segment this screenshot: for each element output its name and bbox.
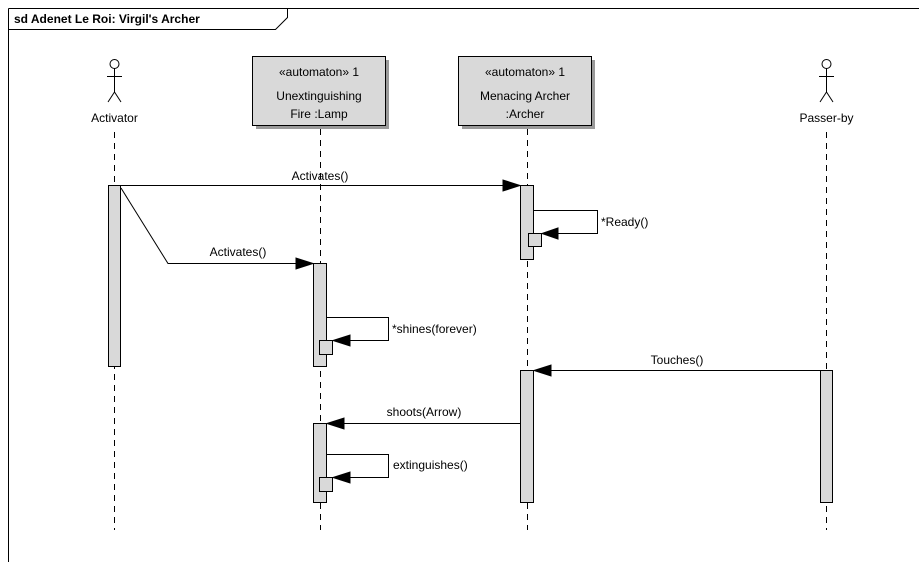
actor-passer-by-label: Passer-by <box>799 111 853 125</box>
message-activates-lamp: Activates() <box>120 187 315 270</box>
object-box-lamp: «automaton» 1 Unextinguishing Fire :Lamp <box>252 56 389 129</box>
archer-stereotype: «automaton» 1 <box>485 65 565 79</box>
activation-bar-activator <box>108 185 121 367</box>
lamp-name-line2: Fire :Lamp <box>290 107 348 121</box>
message-ready: *Ready() <box>533 210 648 240</box>
activation-bar-archer-ready <box>528 233 542 247</box>
lamp-name-line1: Unextinguishing <box>276 89 361 103</box>
arrowhead-icon <box>502 179 522 192</box>
message-activates-archer: Activates() <box>120 169 522 192</box>
message-label-ready: *Ready() <box>601 215 648 229</box>
activation-bar-archer-2 <box>520 370 534 503</box>
activation-bar-archer-1 <box>520 185 534 260</box>
message-label-touches: Touches() <box>651 353 704 367</box>
arrowhead-icon <box>540 227 559 240</box>
message-label-extinguishes: extinguishes() <box>393 458 468 472</box>
message-label-shoots: shoots(Arrow) <box>387 405 462 419</box>
arrowhead-icon <box>331 334 351 347</box>
actor-activator: Activator <box>91 59 138 125</box>
actor-passer-by: Passer-by <box>799 59 854 125</box>
lamp-stereotype: «automaton» 1 <box>279 65 359 79</box>
arrowhead-icon <box>295 257 315 270</box>
frame-title: sd Adenet Le Roi: Virgil's Archer <box>14 12 200 26</box>
message-extinguishes: extinguishes() <box>326 454 468 484</box>
arrowhead-icon <box>325 417 345 430</box>
message-label-activates-archer: Activates() <box>292 169 349 183</box>
message-shines: *shines(forever) <box>326 317 477 347</box>
message-touches: Touches() <box>532 353 820 377</box>
arrowhead-icon <box>532 364 552 377</box>
actor-activator-label: Activator <box>91 111 138 125</box>
archer-name-line2: :Archer <box>506 107 545 121</box>
arrowhead-icon <box>331 471 351 484</box>
diagram-frame: sd Adenet Le Roi: Virgil's Archer <box>8 8 919 562</box>
archer-name-line1: Menacing Archer <box>480 89 570 103</box>
message-label-activates-lamp: Activates() <box>210 245 267 259</box>
message-shoots: shoots(Arrow) <box>325 405 520 430</box>
stick-figure-icon <box>107 59 122 103</box>
object-box-archer: «automaton» 1 Menacing Archer :Archer <box>458 56 595 129</box>
message-label-shines: *shines(forever) <box>392 322 477 336</box>
activation-bar-passer-by <box>820 370 833 503</box>
stick-figure-icon <box>819 59 834 103</box>
activation-bar-lamp-shines <box>319 340 333 355</box>
activation-bar-lamp-extinguish <box>319 477 333 492</box>
